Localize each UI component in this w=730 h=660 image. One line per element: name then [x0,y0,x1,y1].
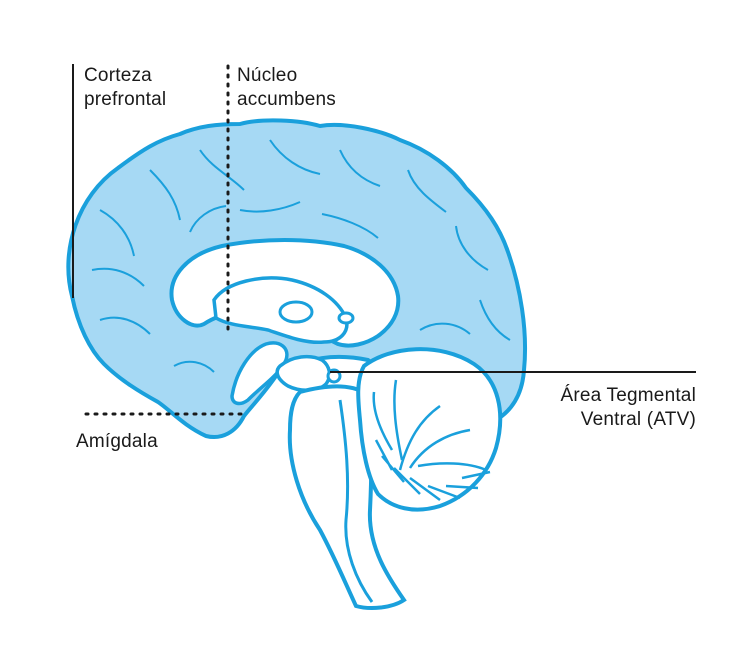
gyri [91,139,511,373]
fornix [278,300,314,324]
hypothalamus [275,354,332,392]
arbor-vitae [372,379,487,472]
brainstem-fold [338,399,374,603]
label-amygdala: Amígdala [76,430,158,454]
label-nucleus-accumbens-line2: accumbens [237,89,336,110]
label-prefrontal-cortex-line2: prefrontal [84,89,167,110]
label-vta-line1: Área Tegmental [560,385,696,406]
cerebellum-folia [374,439,491,502]
label-vta: Área Tegmental Ventral (ATV) [560,384,696,432]
label-nucleus-accumbens-line1: Núcleo [237,65,298,86]
label-prefrontal-cortex-line1: Corteza [84,65,152,86]
label-prefrontal-cortex: Corteza prefrontal [84,64,166,112]
label-vta-line2: Ventral (ATV) [580,409,696,430]
label-nucleus-accumbens: Núcleo accumbens [237,64,336,112]
label-amygdala-line1: Amígdala [76,431,158,452]
pineal [337,311,355,325]
